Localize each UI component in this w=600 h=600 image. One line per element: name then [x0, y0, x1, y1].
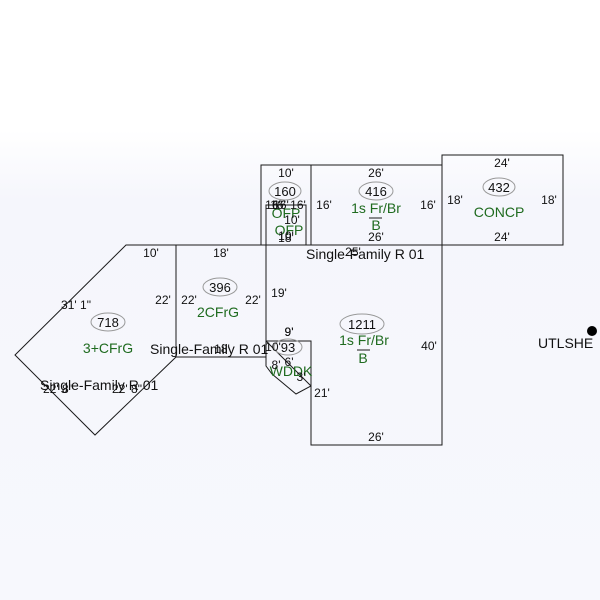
dwelling-1211-area: 1211 — [348, 317, 376, 332]
wddk-93-code: WDDK — [270, 363, 313, 379]
front-416-dim-right: 16' — [420, 198, 436, 212]
front-416-code-line1: 1s Fr/Br — [351, 200, 401, 216]
front-416-area-oval — [358, 181, 394, 201]
wddk-93-dim-c: 3' — [297, 370, 306, 384]
single-family-label-2: Single-Family R 01 — [150, 341, 268, 357]
concp-432-area: 432 — [488, 180, 510, 195]
front-416-dim-bottom: 26' — [368, 230, 384, 244]
garage-396-area: 396 — [209, 280, 231, 295]
porch-160-dim-left: 16' — [265, 198, 281, 212]
dwelling-1211-dim-top: 25' — [345, 245, 361, 259]
wddk-93-outline — [265, 340, 312, 395]
porch-160-dim-inner-b: 10' — [284, 213, 300, 227]
section-garage-718[interactable]: 718 3+CFrG 10' 31' 1" 22' 22' 8" 22' 8" — [14, 244, 177, 436]
front-416-area: 416 — [365, 184, 387, 199]
section-concp-432[interactable]: 432 CONCP 24' 24' 18' 18' — [441, 154, 564, 246]
wddk-93-area-oval — [273, 338, 303, 356]
utility-shed-marker[interactable]: UTLSHE — [538, 326, 597, 351]
wddk-93-dim-d: 6' — [285, 355, 294, 369]
porch-160-dim-top: 10' — [278, 166, 294, 180]
garage-718-dim-right: 22' — [155, 293, 171, 307]
porch-160-dim-inner-d: 18' — [278, 231, 294, 245]
concp-432-outline — [441, 154, 564, 246]
front-416-dim-left: 16' — [316, 198, 332, 212]
porch-160-area: 160 — [274, 184, 296, 199]
wddk-93-area: 93 — [281, 340, 295, 355]
utility-shed-dot-icon — [587, 326, 597, 336]
porch-160-code-line2: OFP — [275, 222, 304, 238]
single-family-label-1: Single-Family R 01 — [306, 246, 424, 262]
garage-718-dim-top: 10' — [143, 246, 159, 260]
concp-432-dim-left: 18' — [447, 193, 463, 207]
concp-432-code: CONCP — [474, 204, 525, 220]
single-family-label-3: Single-Family R 01 — [40, 377, 158, 393]
dwelling-1211-code-line2: B — [358, 350, 367, 366]
wddk-93-dim-b: 8' — [272, 358, 281, 372]
garage-396-dim-right: 22' — [245, 293, 261, 307]
porch-160-dim-right: 16' — [290, 198, 306, 212]
garage-718-dim-lower-right: 22' 8" — [112, 382, 142, 396]
porch-160-dim-bottom: 10' — [278, 229, 294, 243]
dwelling-1211-dim-left-lower: 21' — [314, 386, 330, 400]
section-dwelling-1211[interactable]: 1211 1s Fr/Br B 25' 19' 9' 40' 21' 26' — [265, 244, 443, 446]
dwelling-1211-dim-bottom: 26' — [368, 430, 384, 444]
section-wddk-93[interactable]: 93 WDDK 9' 8' 3' 6' 10' — [265, 325, 313, 395]
dwelling-1211-dim-left-step: 9' — [285, 325, 294, 339]
garage-396-dim-bottom: 18' — [214, 342, 230, 356]
porch-160-dim-inner-a: 16' — [270, 198, 286, 212]
garage-396-dim-left: 22' — [181, 293, 197, 307]
garage-396-code: 2CFrG — [197, 304, 239, 320]
concp-432-dim-bottom: 24' — [494, 230, 510, 244]
concp-432-area-oval — [482, 177, 516, 197]
garage-396-area-oval — [202, 277, 238, 297]
section-garage-396[interactable]: 396 2CFrG 18' 22' 22' 18' — [175, 244, 267, 358]
garage-718-dim-lower-left: 22' 8" — [43, 382, 73, 396]
section-front-416[interactable]: 416 1s Fr/Br B 26' 26' 16' 16' — [310, 164, 443, 246]
dwelling-1211-dim-left-upper: 19' — [271, 286, 287, 300]
dwelling-1211-dim-right: 40' — [421, 339, 437, 353]
concp-432-dim-top: 24' — [494, 156, 510, 170]
garage-718-dim-upper-left: 31' 1" — [61, 298, 91, 312]
utility-shed-label: UTLSHE — [538, 335, 593, 351]
front-416-dim-top: 26' — [368, 166, 384, 180]
wddk-93-dim-a: 9' — [285, 325, 294, 339]
porch-160-inner-outline — [265, 204, 307, 246]
garage-718-area: 718 — [97, 315, 119, 330]
concp-432-dim-right: 18' — [541, 193, 557, 207]
porch-160-code-line1: OFP — [272, 205, 301, 221]
dwelling-1211-area-oval — [339, 313, 385, 335]
garage-396-dim-top: 18' — [213, 246, 229, 260]
porch-160-area-oval — [268, 181, 302, 201]
section-porch-160[interactable]: 160 OFP OFP 10' 16' 16' 10' 16' 10' 16' … — [260, 164, 312, 246]
porch-160-dim-inner-c: 16' — [273, 198, 289, 212]
garage-718-code: 3+CFrG — [83, 340, 133, 356]
front-416-code-line2: B — [371, 217, 380, 233]
dwelling-1211-code-line1: 1s Fr/Br — [339, 332, 389, 348]
wddk-93-dim-e: 10' — [265, 340, 281, 354]
garage-718-area-oval — [90, 312, 126, 332]
garage-718-outline — [14, 244, 177, 436]
